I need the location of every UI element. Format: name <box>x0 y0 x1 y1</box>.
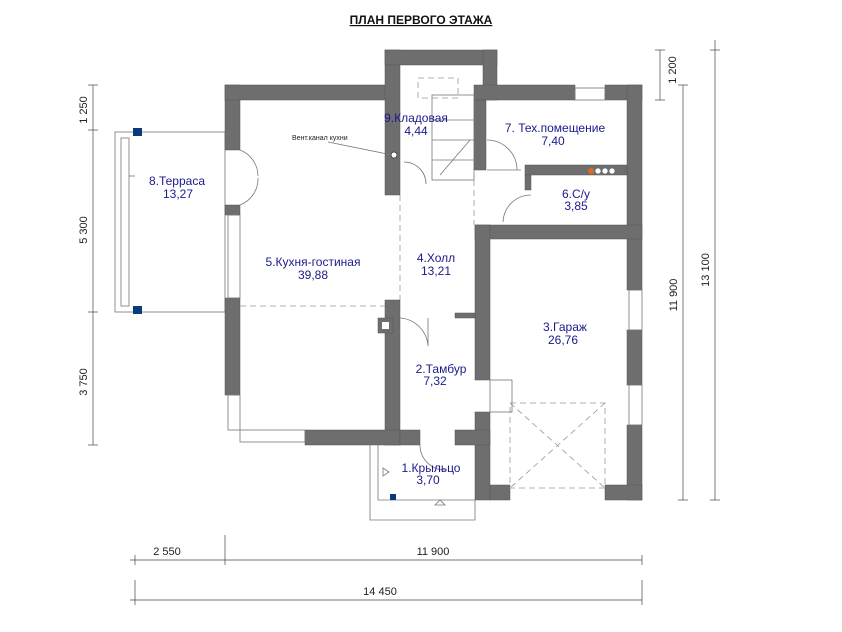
room-labels: 1.Крыльцо 3,70 2.Тамбур 7,32 3.Гараж 26,… <box>149 111 605 487</box>
room-name: 3.Гараж <box>543 320 587 334</box>
room-area: 13,21 <box>421 264 451 278</box>
dim-left-3: 3 750 <box>78 368 90 396</box>
room-name: 8.Терраса <box>149 174 205 188</box>
room-name: 1.Крыльцо <box>402 461 461 475</box>
room-name: 2.Тамбур <box>416 362 467 376</box>
pipe-markers <box>588 167 616 175</box>
doors <box>239 139 532 471</box>
porch <box>369 445 476 521</box>
windows <box>227 87 643 443</box>
dim-bottom-total: 14 450 <box>363 586 397 598</box>
room-area: 13,27 <box>163 187 193 201</box>
room-area: 7,40 <box>541 134 565 148</box>
room-area: 7,32 <box>423 374 447 388</box>
dim-left-2: 5 300 <box>78 216 90 244</box>
room-area: 3,85 <box>564 199 588 213</box>
room-name: 6.С/у <box>562 187 590 201</box>
zone-lines <box>240 170 606 489</box>
room-name: 4.Холл <box>417 251 455 265</box>
room-area: 4,44 <box>404 124 428 138</box>
room-name: 5.Кухня-гостиная <box>266 255 361 269</box>
room-name: 7. Тех.помещение <box>505 121 606 135</box>
terrace <box>114 128 226 314</box>
dim-right-outer: 13 100 <box>700 253 712 287</box>
dim-bottom-left: 2 550 <box>153 546 181 558</box>
dim-bottom-right: 11 900 <box>417 546 450 558</box>
dim-right-mid: 11 900 <box>668 279 680 312</box>
dimension-lines <box>88 40 720 605</box>
dim-right-inner: 1 200 <box>667 56 679 84</box>
column-marker <box>133 306 142 314</box>
room-area: 3,70 <box>416 473 440 487</box>
room-area: 26,76 <box>548 333 578 347</box>
plan-title: ПЛАН ПЕРВОГО ЭТАЖА <box>350 13 493 27</box>
dimension-labels: 1 250 5 300 3 750 1 200 11 900 13 100 2 … <box>78 56 712 598</box>
room-area: 39,88 <box>298 268 328 282</box>
room-name: 9.Кладовая <box>384 111 448 125</box>
column-marker <box>133 128 142 136</box>
staircase <box>403 77 475 185</box>
vent-note: Вент.канал кухни <box>292 135 348 142</box>
vent-channel: Вент.канал кухни <box>292 135 398 159</box>
dim-left-1: 1 250 <box>78 96 90 124</box>
